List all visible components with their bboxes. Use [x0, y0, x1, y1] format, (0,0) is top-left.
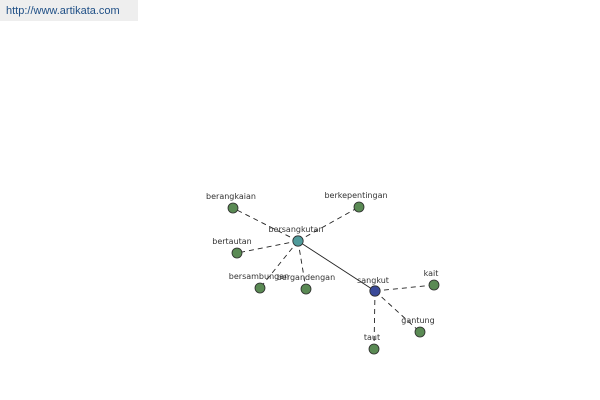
edge-bersangkutan-berangkaian [232, 207, 299, 242]
edge-bersangkutan-bergandengan [297, 240, 307, 290]
node-label-bersambungan: bersambungan [229, 272, 289, 281]
edge-sangkut-taut [373, 290, 376, 350]
node-kait[interactable] [428, 279, 440, 291]
node-taut[interactable] [368, 343, 380, 355]
node-label-bergandengan: bergandengan [277, 273, 335, 282]
edge-bersangkutan-bertautan [236, 240, 299, 254]
node-label-bersangkutan: bersangkutan [268, 225, 323, 234]
labels-layer: bersangkutan sangkut berangkaian berkepenti… [206, 191, 438, 342]
edge-bersangkutan-sangkut [297, 240, 376, 292]
node-bersangkutan[interactable] [292, 235, 304, 247]
node-bergandengan[interactable] [300, 283, 312, 295]
source-url-bar: http://www.artikata.com [0, 0, 138, 21]
node-label-berangkaian: berangkaian [206, 192, 256, 201]
node-gantung[interactable] [414, 326, 426, 338]
node-berangkaian[interactable] [227, 202, 239, 214]
node-label-berkepentingan: berkepentingan [324, 191, 387, 200]
edge-bersangkutan-berkepentingan [297, 206, 360, 242]
edge-sangkut-kait [374, 284, 435, 292]
node-label-sangkut: sangkut [357, 276, 389, 285]
nodes-layer [227, 201, 440, 355]
edge-sangkut-gantung [374, 290, 421, 333]
node-label-kait: kait [424, 269, 439, 278]
edges-layer [232, 206, 435, 350]
node-bersambungan[interactable] [254, 282, 266, 294]
node-sangkut[interactable] [369, 285, 381, 297]
source-url-link[interactable]: http://www.artikata.com [6, 4, 120, 17]
edge-bersangkutan-bersambungan [259, 240, 299, 289]
node-label-bertautan: bertautan [212, 237, 252, 246]
node-label-taut: taut [364, 333, 380, 342]
node-berkepentingan[interactable] [353, 201, 365, 213]
node-bertautan[interactable] [231, 247, 243, 259]
node-label-gantung: gantung [401, 316, 434, 325]
